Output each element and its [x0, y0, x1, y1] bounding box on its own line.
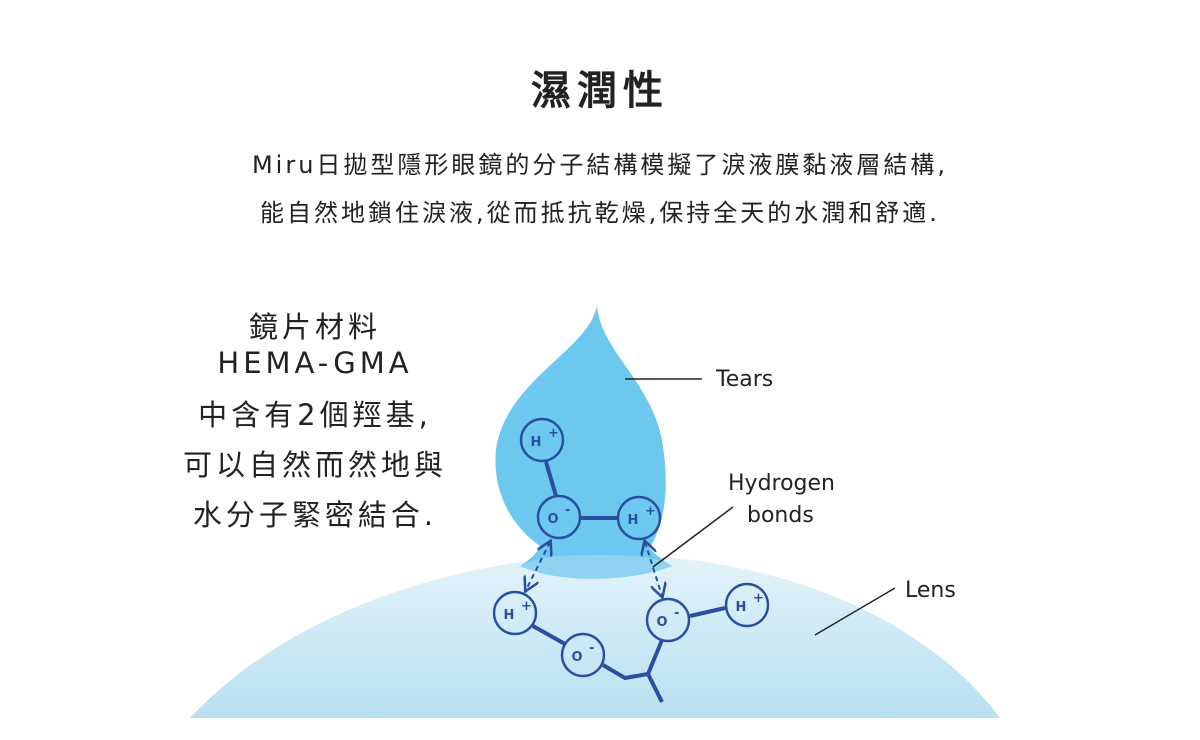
- svg-text:-: -: [565, 503, 570, 518]
- description-line-2: 能自然地鎖住淚液,從而抵抗乾燥,保持全天的水潤和舒適.: [260, 199, 940, 227]
- oxygen-atom: O-: [536, 494, 582, 540]
- label-lens: Lens: [905, 578, 956, 603]
- hydrogen-atom: H+: [616, 495, 662, 541]
- hydrogen-atom: H+: [492, 590, 538, 636]
- svg-text:O: O: [656, 615, 667, 630]
- description-line-1: Miru日拋型隱形眼鏡的分子結構模擬了淚液膜黏液層結構,: [251, 151, 949, 179]
- hydrogen-atom: H+: [724, 582, 770, 628]
- svg-text:-: -: [674, 606, 679, 621]
- material-line-5: 水分子緊密結合.: [192, 498, 438, 532]
- svg-text:H: H: [531, 435, 542, 450]
- label-hydrogen: Hydrogen: [728, 471, 835, 496]
- hydrogen-atom: H+: [519, 417, 565, 463]
- page-title: 濕潤性: [531, 68, 669, 114]
- material-line-3: 中含有2個羥基,: [198, 398, 432, 432]
- molecule-bonds: [532, 461, 726, 703]
- svg-text:+: +: [645, 504, 656, 519]
- tear-lens-overlap: [520, 555, 672, 579]
- svg-text:+: +: [548, 426, 559, 441]
- svg-text:H: H: [736, 600, 747, 615]
- svg-text:O: O: [547, 512, 558, 527]
- svg-text:-: -: [589, 641, 594, 656]
- material-line-2: HEMA-GMA: [217, 346, 413, 380]
- svg-text:H: H: [504, 608, 515, 623]
- label-tears: Tears: [715, 367, 773, 392]
- oxygen-atom: O-: [645, 597, 691, 643]
- svg-text:+: +: [753, 591, 764, 606]
- svg-text:+: +: [521, 599, 532, 614]
- hydrogen-bond-arrows: [526, 542, 662, 596]
- material-line-1: 鏡片材料: [248, 310, 381, 344]
- label-bonds: bonds: [747, 503, 814, 528]
- oxygen-atom: O-: [560, 632, 606, 678]
- svg-text:H: H: [628, 513, 639, 528]
- svg-text:O: O: [571, 650, 582, 665]
- material-line-4: 可以自然而然地與: [182, 448, 447, 482]
